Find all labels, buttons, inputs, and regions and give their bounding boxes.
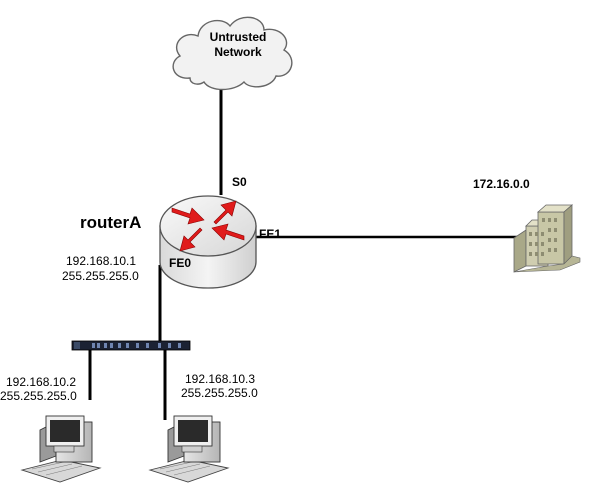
remote-network-label: 172.16.0.0 xyxy=(473,177,530,191)
pc-icon-2 xyxy=(148,415,230,483)
interface-s0-label: S0 xyxy=(232,175,247,189)
interface-fe0-label: FE0 xyxy=(169,256,192,270)
switch-icon xyxy=(71,340,191,351)
cloud-icon xyxy=(172,16,293,91)
cloud-label-line1: Untrusted xyxy=(209,30,267,44)
interface-fe1-label: FE1 xyxy=(259,227,282,241)
host1-ip: 192.168.10.2 xyxy=(6,375,77,389)
building-icon xyxy=(513,204,581,273)
router-icon xyxy=(159,195,257,289)
host2-mask: 255.255.255.0 xyxy=(181,386,258,400)
host1-mask: 255.255.255.0 xyxy=(0,389,77,403)
cloud-label-line2: Network xyxy=(214,45,262,59)
host2-ip: 192.168.10.3 xyxy=(185,372,256,386)
router-fe0-ip: 192.168.10.1 xyxy=(66,254,137,268)
router-fe0-mask: 255.255.255.0 xyxy=(62,269,139,283)
router-name: routerA xyxy=(80,213,142,232)
cloud-label: Untrusted Network xyxy=(200,30,276,60)
pc-icon-1 xyxy=(20,415,102,483)
